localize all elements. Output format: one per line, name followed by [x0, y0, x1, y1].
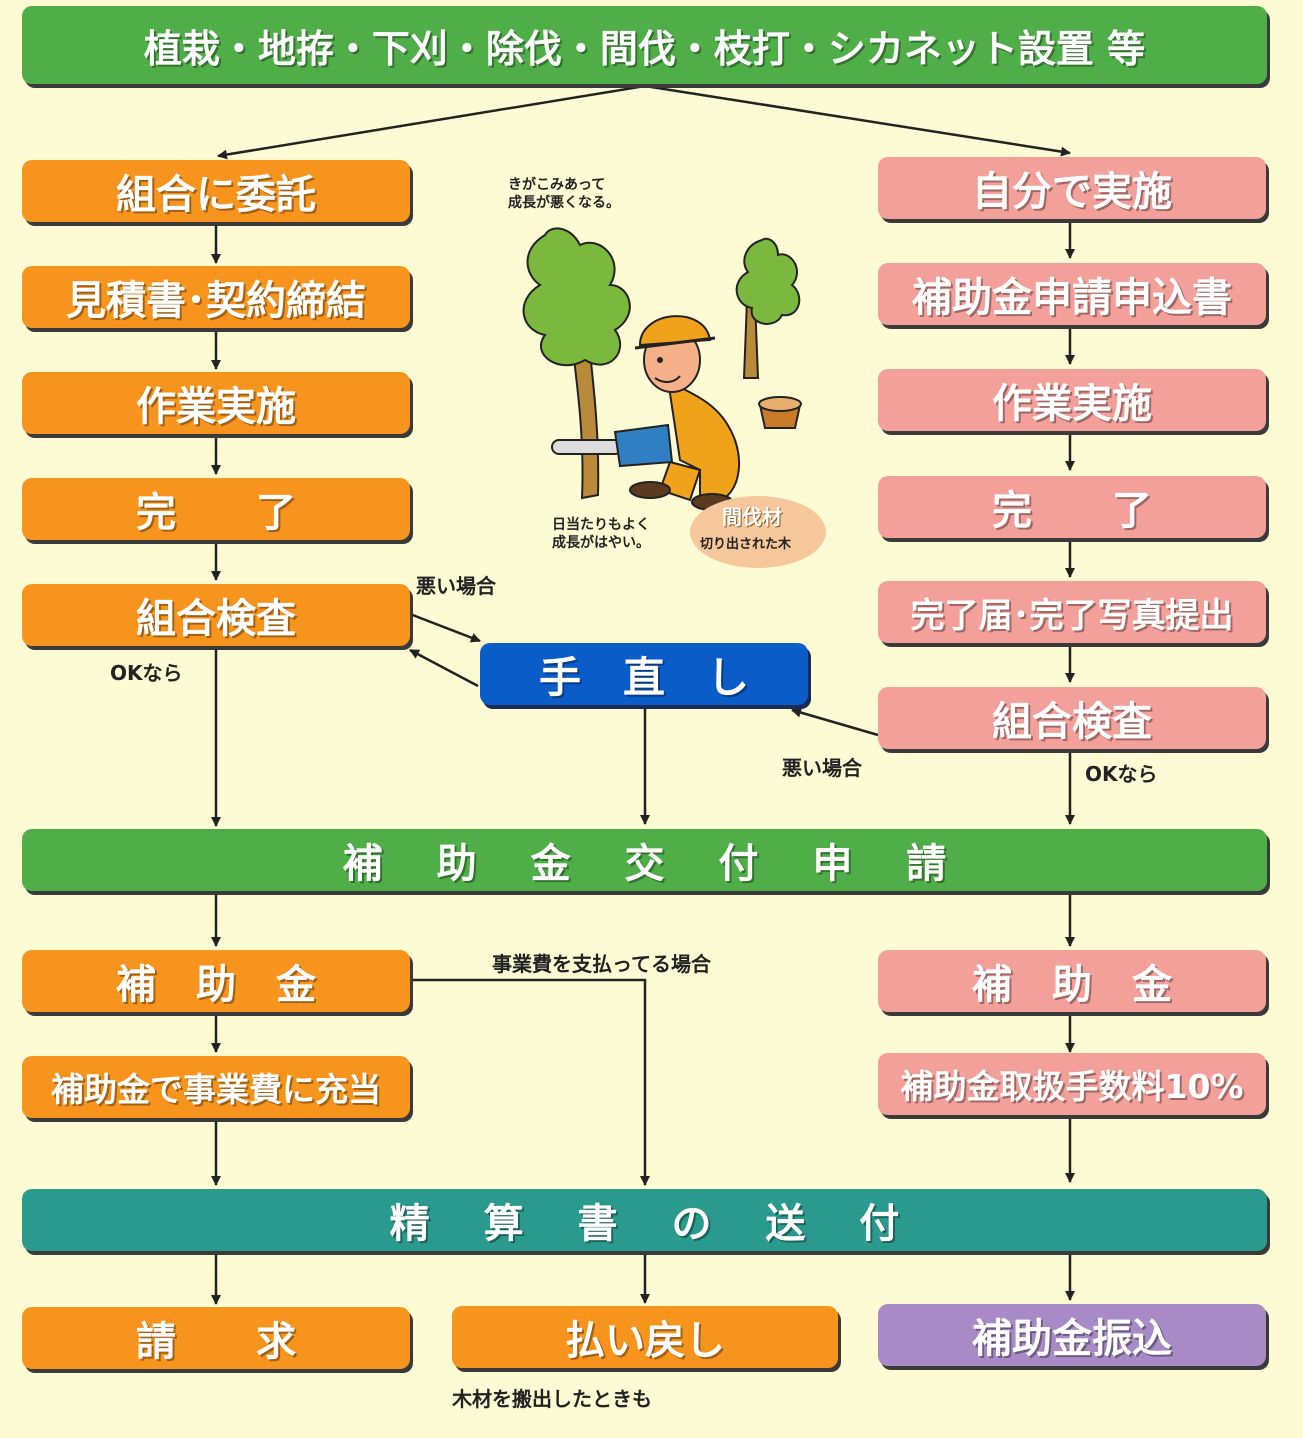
right-step-self: 自分で実施 — [878, 157, 1266, 219]
left-allocation-label: 補助金で事業費に充当 — [51, 1070, 381, 1109]
transfer-label: 補助金振込 — [972, 1316, 1172, 1362]
right-step-completion-report-label: 完了届･完了写真提出 — [910, 595, 1234, 636]
illustration-top-caption-line1: きがこみあって — [508, 177, 606, 193]
left-step-inspection: 組合検査 — [22, 584, 410, 646]
subsidy-application-label: 補 助 金 交 付 申 請 — [342, 841, 967, 887]
left-bad-label: 悪い場合 — [416, 574, 496, 598]
subsidy-application-bar: 補 助 金 交 付 申 請 — [22, 829, 1267, 891]
right-step-complete: 完 了 — [878, 476, 1266, 538]
illustration-top-caption-line2: 成長が悪くなる。 — [508, 195, 620, 211]
rework-box: 手 直 し — [480, 643, 808, 705]
right-step-application-label: 補助金申請申込書 — [912, 275, 1232, 321]
right-subsidy-box: 補 助 金 — [878, 950, 1266, 1012]
right-step-work: 作業実施 — [878, 369, 1266, 431]
invoice-box: 請 求 — [22, 1307, 410, 1369]
settlement-label: 精 算 書 の 送 付 — [389, 1201, 920, 1247]
left-step-work: 作業実施 — [22, 372, 410, 434]
right-subsidy-label: 補 助 金 — [972, 962, 1172, 1008]
illustration-bottom-caption-line2: 成長がはやい。 — [552, 535, 650, 551]
left-step-inspection-label: 組合検査 — [136, 596, 296, 642]
right-step-self-label: 自分で実施 — [972, 169, 1172, 215]
right-fee-box: 補助金取扱手数料10% — [878, 1053, 1266, 1115]
illustration-top-caption: きがこみあって 成長が悪くなる。 — [508, 176, 620, 212]
left-step-outsource: 組合に委託 — [22, 160, 410, 222]
stump-caption: 切り出された木 — [700, 537, 792, 552]
stump-title: 間伐材 — [722, 505, 782, 529]
right-step-completion-report: 完了届･完了写真提出 — [878, 581, 1266, 643]
right-bad-label: 悪い場合 — [782, 756, 862, 780]
right-step-inspection-label: 組合検査 — [992, 699, 1152, 745]
left-step-complete: 完 了 — [22, 478, 410, 540]
header-title: 植栽・地拵・下刈・除伐・間伐・枝打・シカネット設置 等 — [143, 26, 1146, 71]
left-step-estimate-contract-label: 見積書･契約締結 — [66, 278, 366, 324]
left-step-complete-label: 完 了 — [136, 490, 296, 536]
refund-box: 払い戻し — [452, 1306, 838, 1368]
settlement-bar: 精 算 書 の 送 付 — [22, 1189, 1267, 1251]
payment-note: 事業費を支払ってる場合 — [492, 952, 711, 976]
left-subsidy-label: 補 助 金 — [116, 962, 316, 1008]
left-step-work-label: 作業実施 — [136, 384, 296, 430]
right-fee-label: 補助金取扱手数料10% — [900, 1067, 1244, 1106]
rework-label: 手 直 し — [538, 652, 749, 702]
transfer-box: 補助金振込 — [878, 1304, 1266, 1366]
illustration-bottom-caption-line1: 日当たりもよく — [552, 517, 650, 533]
header-bar: 植栽・地拵・下刈・除伐・間伐・枝打・シカネット設置 等 — [22, 6, 1267, 84]
right-ok-label: OKなら — [1085, 762, 1158, 786]
refund-label: 払い戻し — [565, 1318, 725, 1364]
left-ok-label: OKなら — [110, 661, 183, 685]
right-step-complete-label: 完 了 — [992, 488, 1152, 534]
right-step-work-label: 作業実施 — [992, 381, 1152, 427]
left-step-estimate-contract: 見積書･契約締結 — [22, 266, 410, 328]
left-allocation-box: 補助金で事業費に充当 — [22, 1056, 410, 1118]
refund-note: 木材を搬出したときも — [452, 1387, 652, 1411]
left-step-outsource-label: 組合に委託 — [116, 172, 316, 218]
left-subsidy-box: 補 助 金 — [22, 950, 410, 1012]
right-step-inspection: 組合検査 — [878, 687, 1266, 749]
invoice-label: 請 求 — [136, 1319, 296, 1365]
right-step-application: 補助金申請申込書 — [878, 263, 1266, 325]
illustration-bottom-caption: 日当たりもよく 成長がはやい。 — [552, 516, 650, 552]
